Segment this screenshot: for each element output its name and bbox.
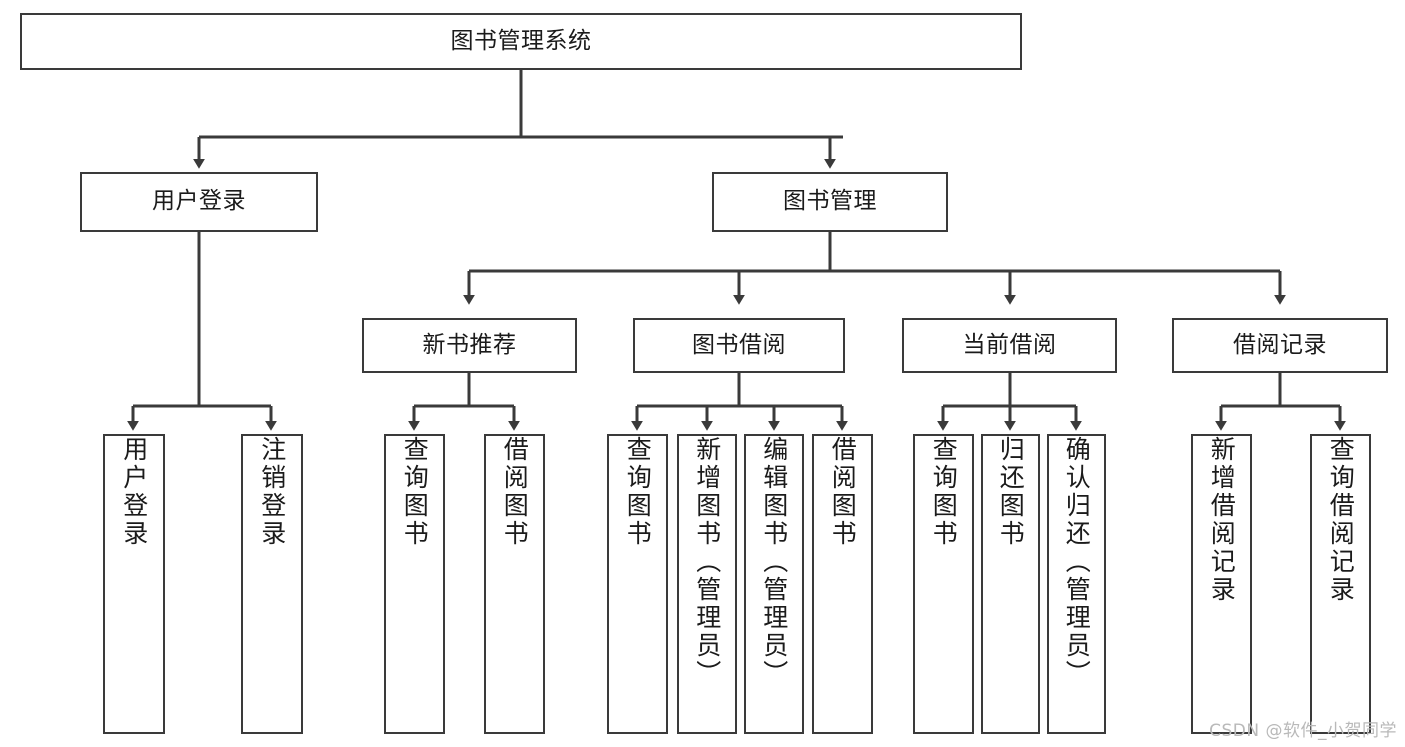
node-label: 借阅图书 <box>828 436 858 548</box>
leaf-borrow-book[interactable]: 借阅图书 <box>812 434 873 734</box>
node-label: 查询图书 <box>929 436 959 548</box>
watermark: CSDN @软件_小贺同学 <box>1209 721 1397 741</box>
leaf-query-book-new[interactable]: 查询图书 <box>384 434 445 734</box>
leaf-add-book-admin[interactable]: 新增图书（管理员） <box>677 434 737 734</box>
node-label: 新增借阅记录 <box>1207 436 1237 604</box>
leaf-query-book-borrow[interactable]: 查询图书 <box>607 434 668 734</box>
node-label: 注销登录 <box>257 436 287 548</box>
node-label: 新增图书（管理员） <box>692 436 722 688</box>
node-book-borrow[interactable]: 图书借阅 <box>633 318 845 373</box>
node-label: 用户登录 <box>119 436 149 548</box>
node-label: 图书借阅 <box>692 331 786 358</box>
node-new-book-recommend[interactable]: 新书推荐 <box>362 318 577 373</box>
node-label: 编辑图书（管理员） <box>759 436 789 688</box>
node-borrow-records[interactable]: 借阅记录 <box>1172 318 1388 373</box>
node-label: 用户登录 <box>152 188 246 215</box>
node-current-borrow[interactable]: 当前借阅 <box>902 318 1117 373</box>
node-label: 查询图书 <box>623 436 653 548</box>
node-root-system[interactable]: 图书管理系统 <box>20 13 1022 70</box>
node-user-login[interactable]: 用户登录 <box>80 172 318 232</box>
node-label: 查询借阅记录 <box>1326 436 1356 604</box>
leaf-logout[interactable]: 注销登录 <box>241 434 303 734</box>
leaf-confirm-return-admin[interactable]: 确认归还（管理员） <box>1047 434 1106 734</box>
node-label: 确认归还（管理员） <box>1062 436 1092 688</box>
node-label: 新书推荐 <box>422 331 517 358</box>
leaf-query-book-current[interactable]: 查询图书 <box>913 434 974 734</box>
leaf-return-book[interactable]: 归还图书 <box>981 434 1040 734</box>
leaf-edit-book-admin[interactable]: 编辑图书（管理员） <box>744 434 804 734</box>
node-label: 借阅图书 <box>500 436 530 548</box>
node-label: 借阅记录 <box>1233 331 1327 358</box>
node-label: 查询图书 <box>400 436 430 548</box>
leaf-add-borrow-record[interactable]: 新增借阅记录 <box>1191 434 1252 734</box>
node-label: 图书管理 <box>783 188 877 215</box>
leaf-borrow-book-new[interactable]: 借阅图书 <box>484 434 545 734</box>
node-book-management[interactable]: 图书管理 <box>712 172 948 232</box>
node-label: 当前借阅 <box>962 331 1057 358</box>
node-label: 图书管理系统 <box>450 27 592 54</box>
leaf-query-borrow-record[interactable]: 查询借阅记录 <box>1310 434 1371 734</box>
leaf-user-login[interactable]: 用户登录 <box>103 434 165 734</box>
node-label: 归还图书 <box>996 436 1026 548</box>
